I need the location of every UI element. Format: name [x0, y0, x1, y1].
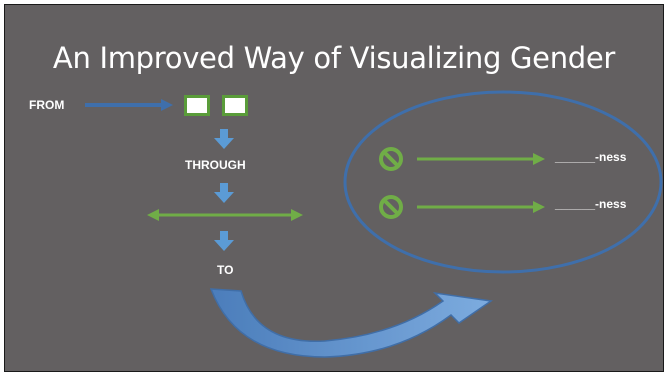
no-symbol-icon — [379, 147, 403, 171]
no-symbol-icon — [379, 195, 403, 219]
slide: An Improved Way of Visualizing Gender — [4, 4, 664, 372]
double-arrow-icon — [147, 209, 303, 221]
from-label: FROM — [29, 98, 65, 112]
from-arrow-icon — [85, 99, 173, 111]
diagram-graphics — [85, 90, 663, 358]
slide-title: An Improved Way of Visualizing Gender — [52, 41, 616, 75]
arrow-down-icon — [214, 183, 234, 203]
arrow-right-icon — [417, 201, 545, 213]
gender-box-2 — [222, 95, 248, 116]
ness-label-1: ______-ness — [555, 150, 627, 164]
arrow-right-icon — [417, 153, 545, 165]
ellipse-outline — [343, 90, 663, 274]
curved-arrow-icon — [209, 288, 494, 358]
to-label: TO — [217, 263, 234, 277]
ness-label-2: ______-ness — [555, 197, 627, 211]
through-label: THROUGH — [185, 158, 246, 172]
gender-box-1 — [184, 95, 210, 116]
arrow-down-icon — [214, 129, 234, 149]
arrow-down-icon — [214, 231, 234, 251]
